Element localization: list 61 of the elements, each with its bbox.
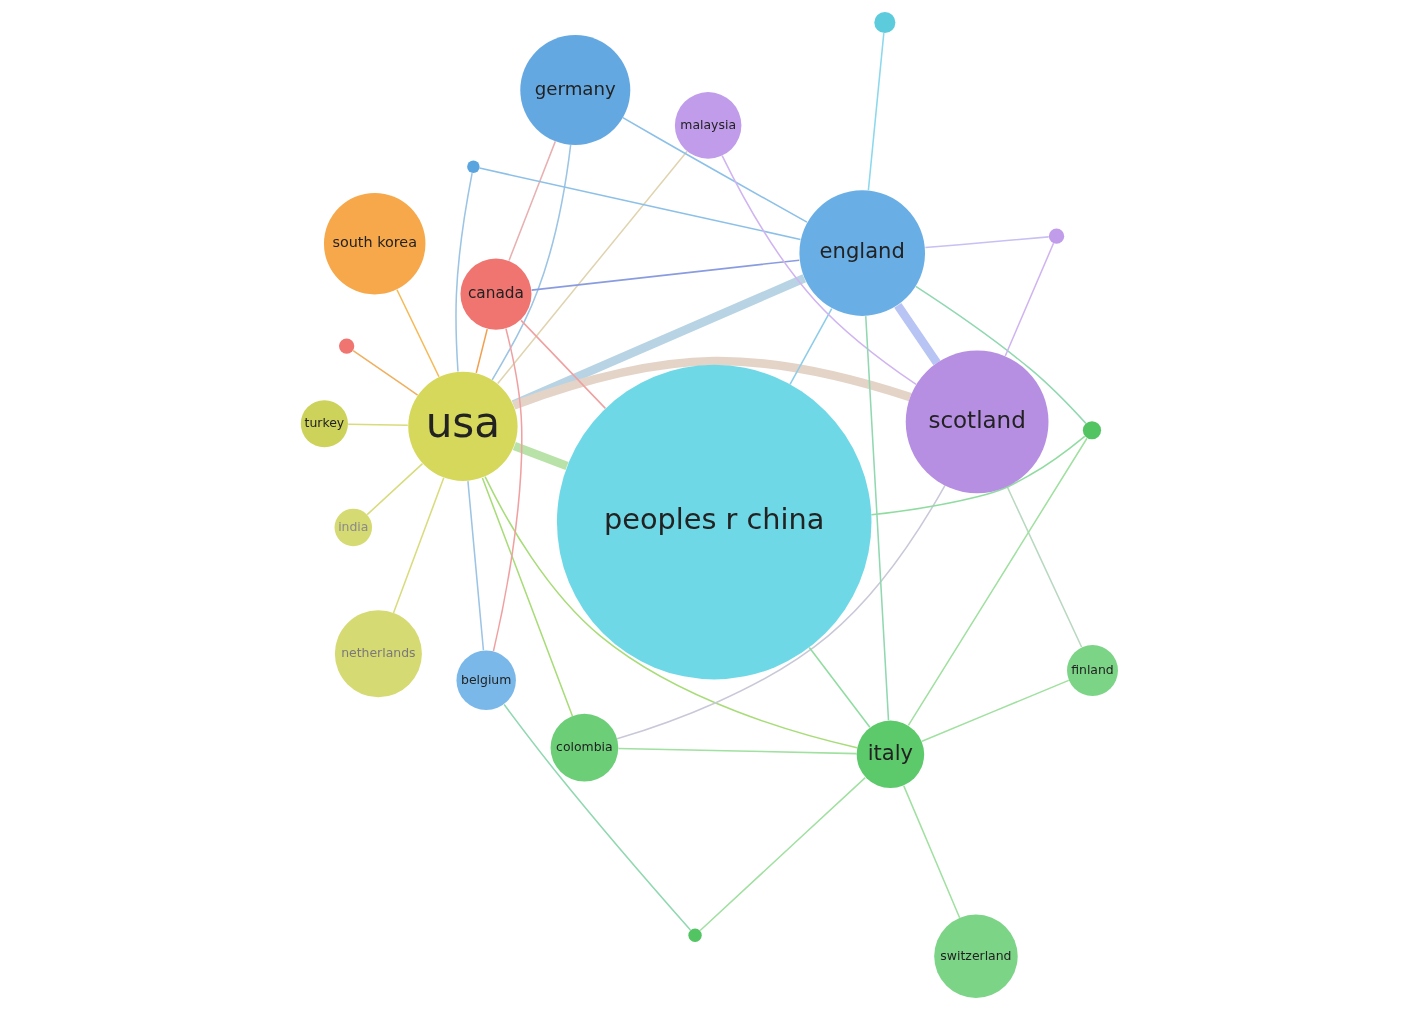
node-circle bbox=[338, 338, 354, 354]
node-circle bbox=[466, 160, 480, 173]
connector bbox=[392, 477, 445, 614]
node-circle: colombia bbox=[550, 713, 618, 782]
connector bbox=[351, 349, 418, 396]
node-circle bbox=[873, 12, 895, 34]
connector bbox=[365, 462, 423, 516]
node-circle: usa bbox=[407, 371, 518, 481]
connector bbox=[621, 116, 808, 223]
connector bbox=[492, 327, 522, 652]
connector bbox=[395, 289, 440, 378]
node-circle: italy bbox=[856, 720, 924, 789]
connector bbox=[1004, 242, 1054, 357]
node-circle: england bbox=[798, 190, 925, 316]
connector bbox=[808, 646, 871, 729]
connector bbox=[454, 172, 473, 373]
connector bbox=[867, 32, 885, 191]
connector bbox=[512, 441, 569, 471]
node-circle: turkey bbox=[300, 400, 348, 448]
connector bbox=[481, 477, 573, 717]
connector bbox=[511, 274, 806, 409]
node-circle bbox=[687, 928, 702, 942]
node-circle: switzerland bbox=[933, 914, 1018, 998]
connector bbox=[907, 437, 1088, 727]
node-circle: finland bbox=[1066, 645, 1118, 696]
node-circle: malaysia bbox=[674, 92, 741, 159]
connector bbox=[483, 475, 858, 749]
node-circle: south korea bbox=[323, 192, 425, 295]
connector bbox=[475, 328, 488, 374]
connector bbox=[1005, 485, 1082, 648]
node-circle: scotland bbox=[905, 350, 1048, 494]
connector bbox=[502, 703, 691, 931]
connector bbox=[902, 785, 960, 919]
connector bbox=[914, 285, 1087, 425]
connector bbox=[490, 144, 571, 381]
connector bbox=[788, 307, 832, 386]
node-circle: india bbox=[334, 508, 372, 547]
connector bbox=[530, 259, 800, 291]
connector bbox=[617, 747, 857, 755]
connector bbox=[920, 679, 1069, 742]
connector bbox=[478, 167, 801, 241]
connector bbox=[496, 150, 688, 385]
node-circle: peoples r china bbox=[556, 364, 871, 680]
connector bbox=[615, 484, 946, 740]
connector bbox=[864, 315, 889, 722]
connector bbox=[924, 236, 1049, 249]
connector bbox=[346, 423, 409, 427]
node-circle: netherlands bbox=[334, 610, 422, 698]
node-circle: canada bbox=[459, 258, 531, 330]
connector bbox=[511, 356, 912, 410]
connector bbox=[720, 154, 917, 386]
connector bbox=[507, 140, 556, 262]
connector bbox=[519, 319, 606, 410]
node-circle: germany bbox=[519, 35, 630, 146]
node-circle: belgium bbox=[455, 650, 516, 711]
connector bbox=[870, 435, 1086, 516]
connector bbox=[893, 302, 940, 366]
node-circle bbox=[1082, 421, 1101, 440]
node-circle bbox=[1048, 228, 1064, 244]
connector bbox=[466, 480, 484, 651]
connector bbox=[698, 776, 866, 932]
